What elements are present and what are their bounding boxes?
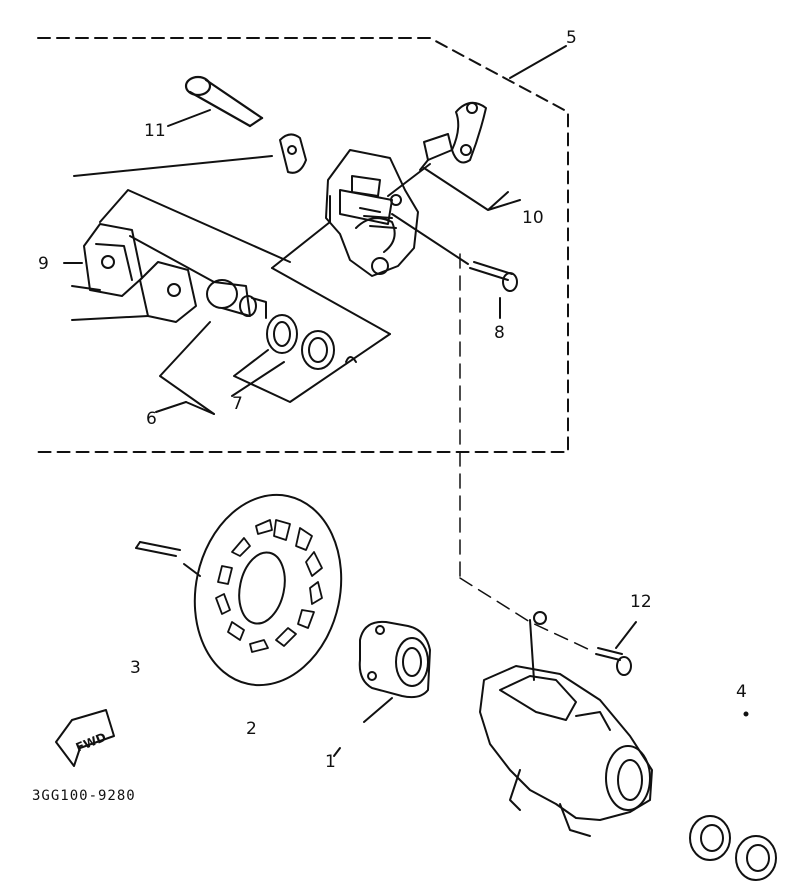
caliper-body (325, 149, 419, 277)
caliper-bolt-long (184, 75, 264, 128)
leader-5 (509, 45, 567, 79)
callout-2: 2 (246, 719, 257, 739)
leader-1 (363, 697, 393, 723)
piston-group-lines (159, 267, 391, 415)
callout-6: 6 (146, 409, 157, 429)
leader-12 (615, 621, 637, 649)
brake-disc (193, 493, 343, 687)
callout-4: 4 (736, 682, 747, 702)
callout-9: 9 (38, 254, 49, 274)
callout-5: 5 (566, 28, 577, 48)
callout-10: 10 (522, 208, 544, 228)
brake-pad-inner (83, 223, 143, 297)
callout-8: 8 (494, 323, 505, 343)
leader-11 (167, 109, 211, 127)
seals (266, 314, 357, 370)
bleed-screw (469, 261, 518, 292)
caliper-assembly-boundary (37, 37, 569, 453)
callout-3: 3 (130, 658, 141, 678)
wheel-hub-body (479, 611, 653, 837)
leader-10 (423, 167, 521, 211)
callout-12: 12 (630, 592, 652, 612)
fwd-arrow-text: FWD (74, 730, 108, 755)
piston (206, 279, 267, 319)
seal-group-lines (185, 333, 391, 415)
pad-assembly-lines (73, 155, 331, 283)
fwd-arrow-icon (55, 709, 115, 767)
callout-11: 11 (144, 121, 166, 141)
disc-screw (135, 541, 181, 557)
pin (279, 133, 307, 174)
bolt (595, 647, 632, 676)
callout-1: 1 (325, 752, 336, 772)
leader-disc (183, 563, 201, 577)
callout-7: 7 (232, 394, 243, 414)
nuts (689, 815, 777, 881)
brake-pad-outer (139, 261, 197, 323)
diagram-code: 3GG100-9280 (32, 788, 136, 804)
leader-4-dot (743, 711, 749, 717)
bracket (419, 101, 487, 171)
hub (358, 620, 431, 699)
leader-6 (155, 401, 187, 413)
